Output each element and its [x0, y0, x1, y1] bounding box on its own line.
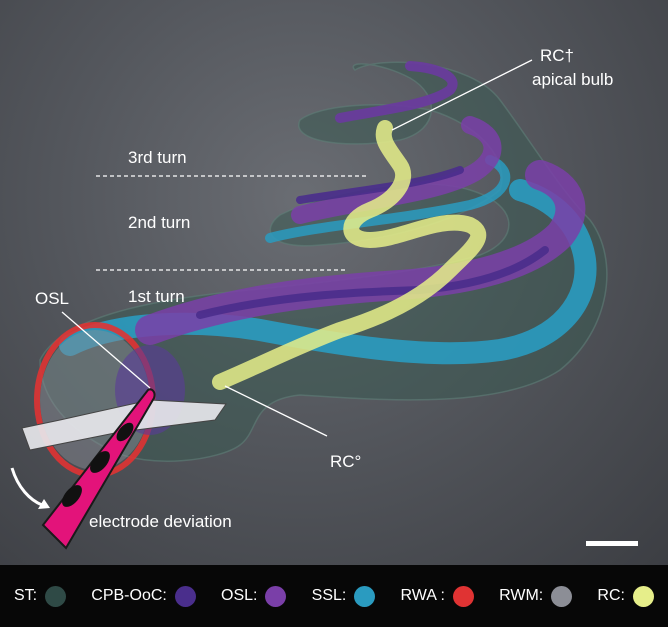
label-second-turn: 2nd turn — [128, 213, 191, 232]
legend-label: RWA : — [400, 587, 445, 604]
legend-swatch-icon — [452, 585, 474, 607]
legend-item-rwm: RWM: — [499, 585, 573, 607]
osl-third-turn — [335, 61, 458, 123]
deviation-arrow-icon — [10, 467, 43, 507]
legend-swatch-icon — [354, 585, 376, 607]
legend-bar: ST: CPB-OoC: OSL: SSL: RWA : RWM: RC: — [0, 565, 668, 627]
label-apical-bulb: apical bulb — [532, 70, 614, 89]
legend-item-ssl: SSL: — [311, 585, 376, 607]
leader-rc-dagger — [391, 59, 533, 131]
legend-swatch-icon — [551, 585, 573, 607]
label-first-turn: 1st turn — [128, 287, 185, 306]
cpb-ooc-second-turn — [296, 166, 464, 204]
legend-item-rwa: RWA : — [400, 585, 474, 607]
label-third-turn: 3rd turn — [128, 148, 187, 167]
legend-item-cpb-ooc: CPB-OoC: — [91, 585, 196, 607]
deviation-arrowhead-icon — [38, 499, 50, 509]
leader-osl — [61, 311, 151, 389]
electrode-contact — [116, 422, 134, 442]
label-rc-degree: RC° — [330, 452, 362, 471]
label-rc-dagger: RC† — [540, 46, 575, 65]
cochlea-rendering — [10, 59, 638, 550]
legend-label: OSL: — [221, 587, 258, 604]
legend-swatch-icon — [265, 585, 287, 607]
label-osl: OSL — [35, 289, 70, 308]
legend-swatch-icon — [174, 585, 196, 607]
legend-item-st: ST: — [14, 585, 67, 607]
legend-label: SSL: — [311, 587, 347, 604]
legend-label: RC: — [597, 587, 625, 604]
electrode-contact — [90, 451, 110, 473]
electrode-contact — [62, 485, 82, 507]
leader-rc-degree — [224, 385, 328, 437]
scene-canvas: RC† apical bulb 3rd turn 2nd turn 1st tu… — [0, 0, 668, 565]
legend-label: CPB-OoC: — [91, 587, 167, 604]
legend-swatch-icon — [632, 585, 654, 607]
label-electrode-deviation: electrode deviation — [89, 512, 232, 531]
legend-item-rc: RC: — [597, 585, 654, 607]
legend-swatch-icon — [45, 585, 67, 607]
legend-label: ST: — [14, 587, 38, 604]
scale-bar — [586, 541, 638, 546]
ssl-second-turn — [265, 155, 511, 243]
legend-item-osl: OSL: — [221, 585, 287, 607]
rosenthal-canal — [212, 120, 487, 390]
legend-label: RWM: — [499, 587, 544, 604]
osl-second-turn — [291, 116, 502, 224]
